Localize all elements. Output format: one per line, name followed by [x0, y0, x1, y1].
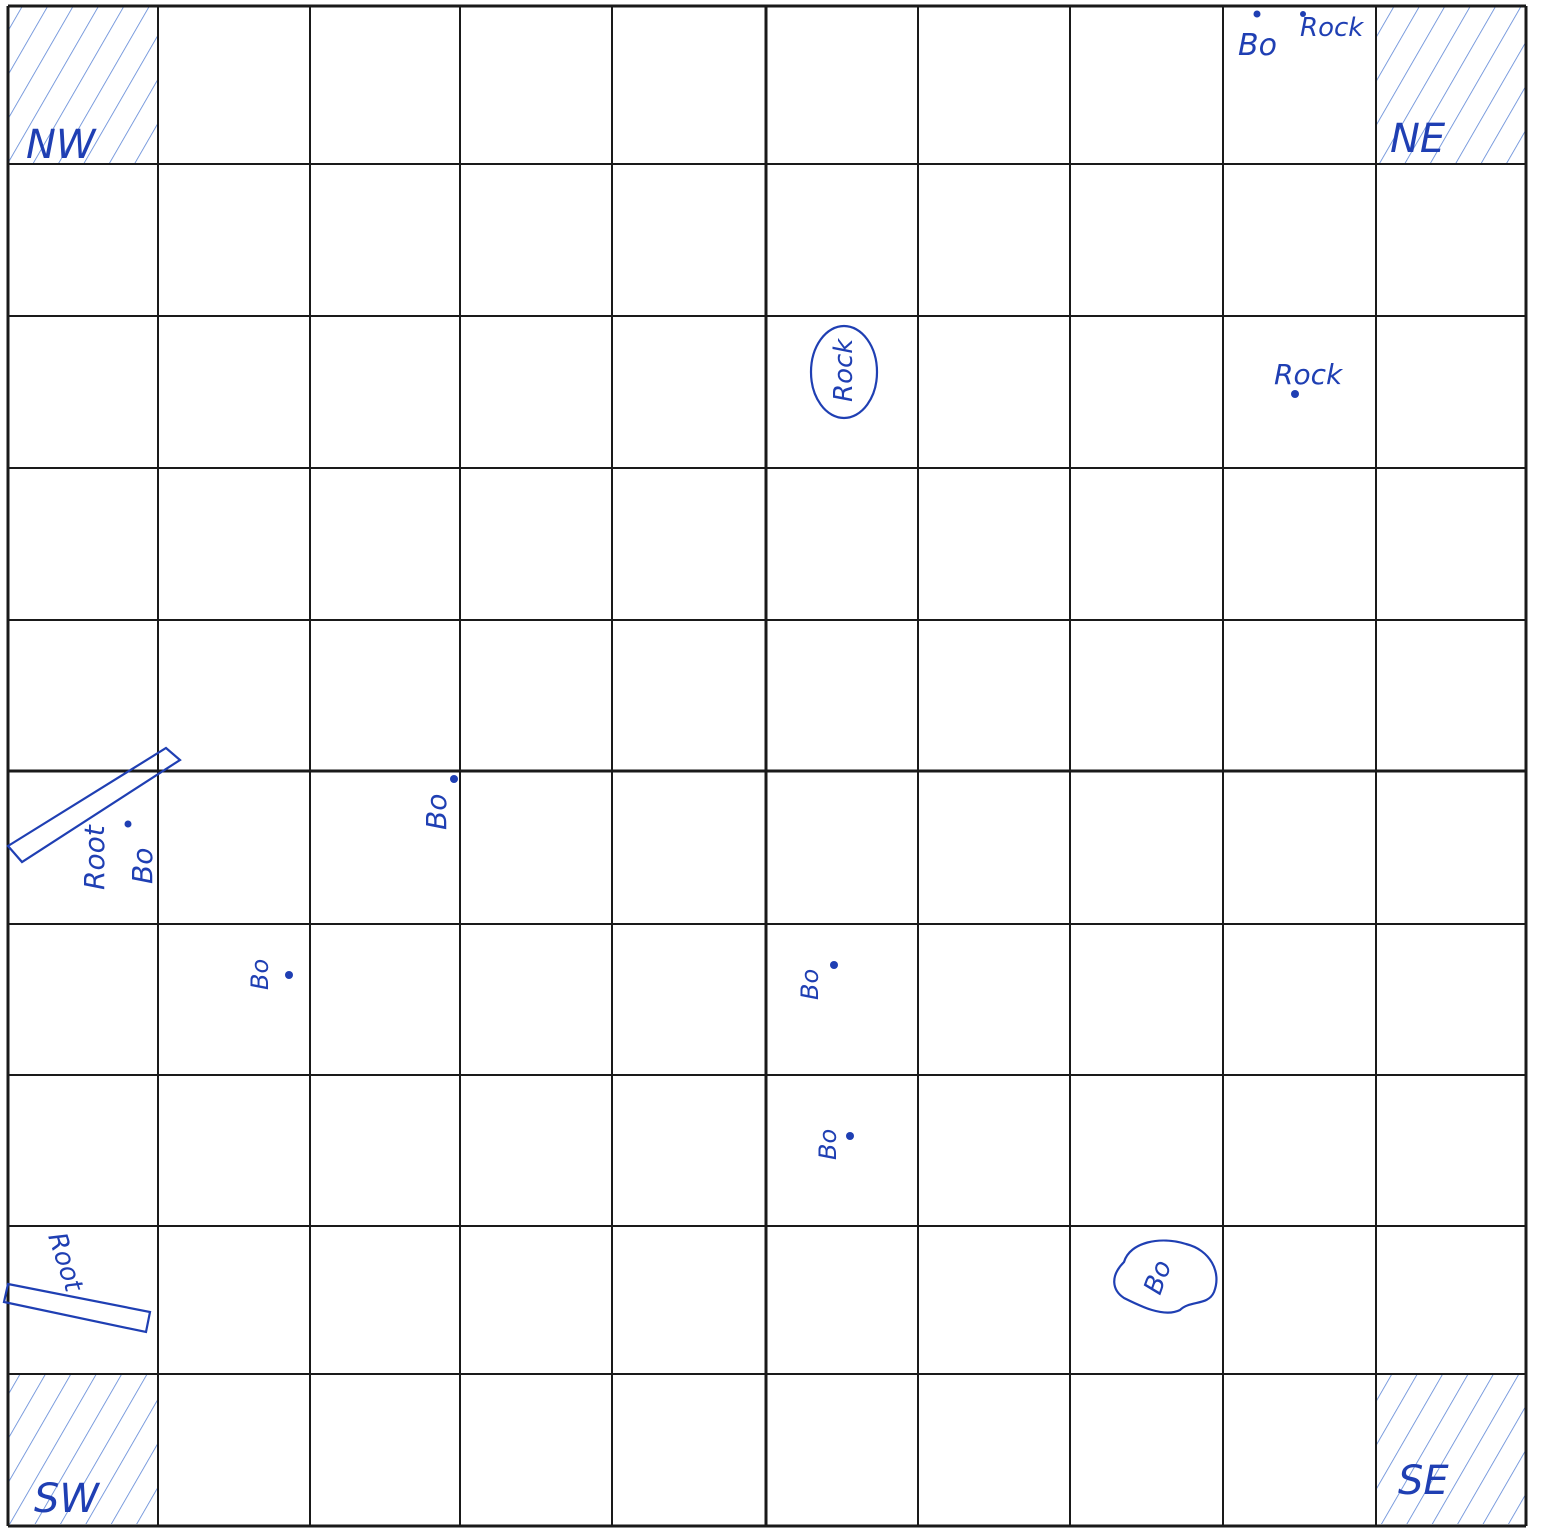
corner-label-ne: NE [1390, 116, 1446, 162]
bo-top-dot [1254, 11, 1261, 18]
rock-right-dot [1291, 390, 1299, 398]
rock-center-label: Rock [829, 338, 859, 402]
bo-mid-upper-dot [450, 775, 458, 783]
bo-left-dot [125, 821, 132, 828]
bo-left-label: Bo [126, 848, 159, 884]
root-lower-label: Root [41, 1229, 88, 1296]
bo-center-low-dot [846, 1132, 854, 1140]
bo-center-lower-dot [830, 961, 838, 969]
bo-left-lower-label: Bo [246, 959, 274, 990]
annotations: Bo Rock Rock Rock Root Bo Bo Bo Bo Bo Ro… [4, 11, 1364, 1333]
corner-labels: NW NE SW SE [26, 116, 1449, 1522]
root-lower-bar [4, 1284, 150, 1332]
bo-center-low-label: Bo [814, 1129, 842, 1160]
grid-lines [8, 6, 1526, 1526]
bo-top-label: Bo [1238, 28, 1277, 63]
bo-left-lower-dot [285, 971, 293, 979]
corner-label-se: SE [1398, 1458, 1449, 1504]
bo-blob-label: Bo [1138, 1256, 1178, 1298]
rock-top-label: Rock [1300, 13, 1364, 43]
root-upper-label: Root [78, 824, 111, 890]
bo-center-lower-label: Bo [796, 969, 824, 1000]
corner-label-nw: NW [26, 122, 97, 168]
corner-label-sw: SW [34, 1476, 100, 1522]
bo-mid-upper-label: Bo [420, 794, 453, 830]
rock-right-label: Rock [1274, 358, 1344, 391]
